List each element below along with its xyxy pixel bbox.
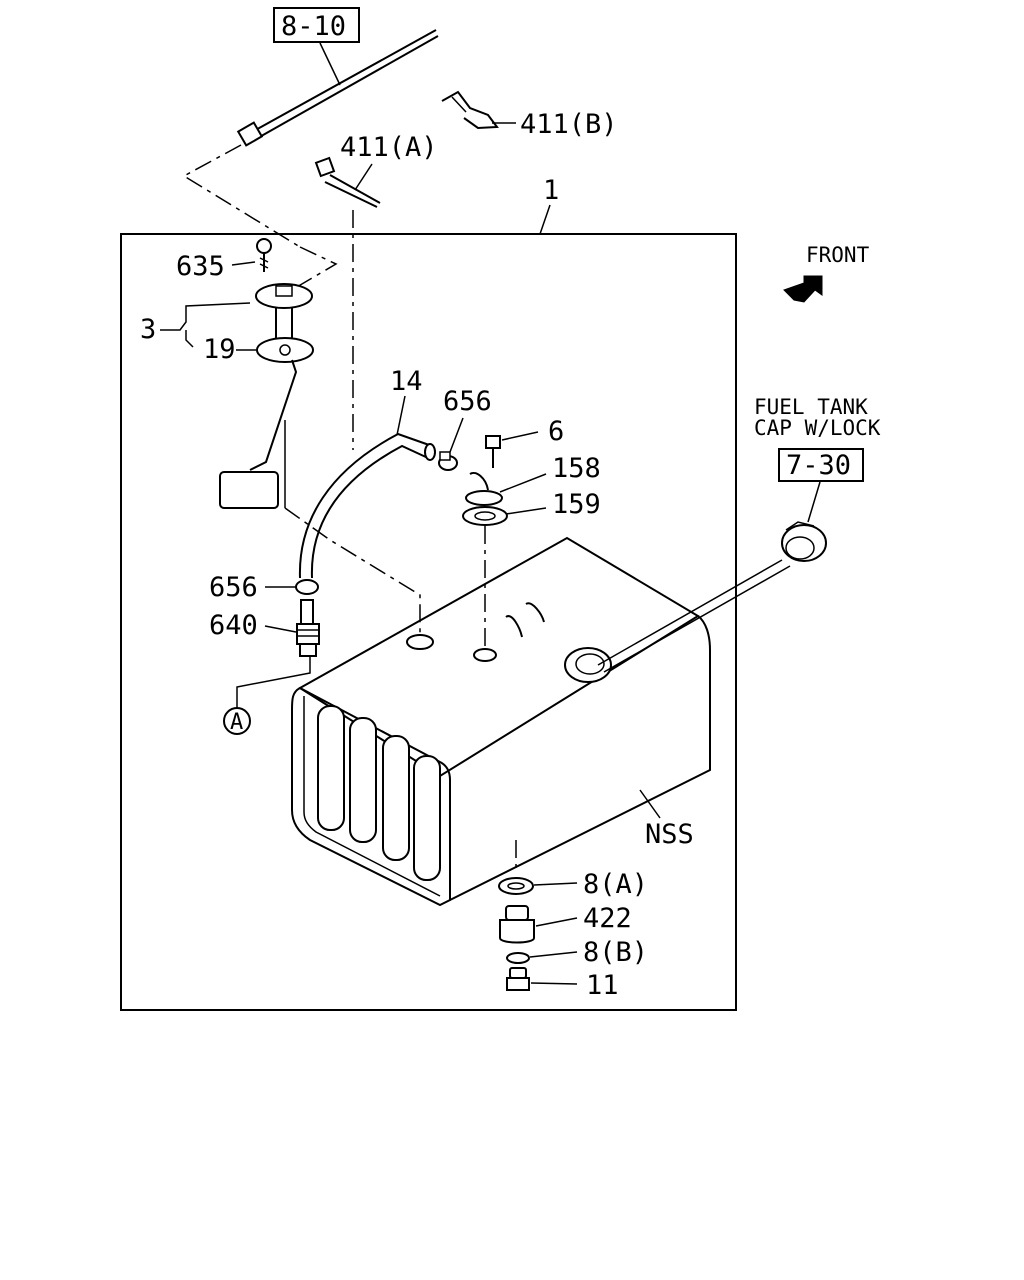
callout-8a: 8(A) [583,869,648,900]
washer-8a [498,877,534,895]
ref-box-8-10[interactable] [273,7,360,43]
cap-note-line2: CAP W/LOCK [754,416,881,440]
screw-635 [256,238,272,272]
fuel-tank-cap [781,521,827,562]
callout-3: 3 [140,314,156,345]
callout-411a: 411(A) [340,132,438,163]
assembly-frame [120,233,737,1011]
hose-14 [298,432,436,579]
callout-8b: 8(B) [583,937,648,968]
plug-422 [499,905,535,944]
ref-7-30-label: 7-30 [786,450,851,481]
ref-box-7-30[interactable] [778,448,864,482]
clip-656-top [438,451,458,471]
callout-656-top: 656 [443,386,492,417]
circle-a-label: A [230,710,243,735]
circled-a-symbol [223,707,251,735]
callout-1: 1 [543,175,559,206]
bracket-411b [441,90,499,130]
callout-14: 14 [390,366,423,397]
callout-640: 640 [209,610,258,641]
harness-wire [236,29,439,147]
callout-6: 6 [548,416,564,447]
callout-19: 19 [203,334,236,365]
callout-422: 422 [583,903,632,934]
screw-6 [485,435,501,468]
fuel-tank-body [291,536,711,907]
front-arrow-icon [783,275,823,303]
callout-159: 159 [552,489,601,520]
callout-411b: 411(B) [520,109,618,140]
gasket-159 [462,506,508,526]
callout-11: 11 [586,970,619,1001]
callout-635: 635 [176,251,225,282]
connector-640 [296,599,320,657]
washer-8b [506,952,530,964]
cable-tie-411a [314,156,381,208]
callout-656-left: 656 [209,572,258,603]
drain-plug-11 [506,967,530,991]
callout-nss: NSS [645,819,694,850]
callout-158: 158 [552,453,601,484]
cap-note-line1: FUEL TANK [754,395,868,419]
sender-unit-3 [219,283,314,509]
vent-fitting-158 [465,472,503,506]
front-label: FRONT [806,243,870,267]
clip-656-left [295,579,319,595]
ref-8-10-label: 8-10 [281,11,346,42]
